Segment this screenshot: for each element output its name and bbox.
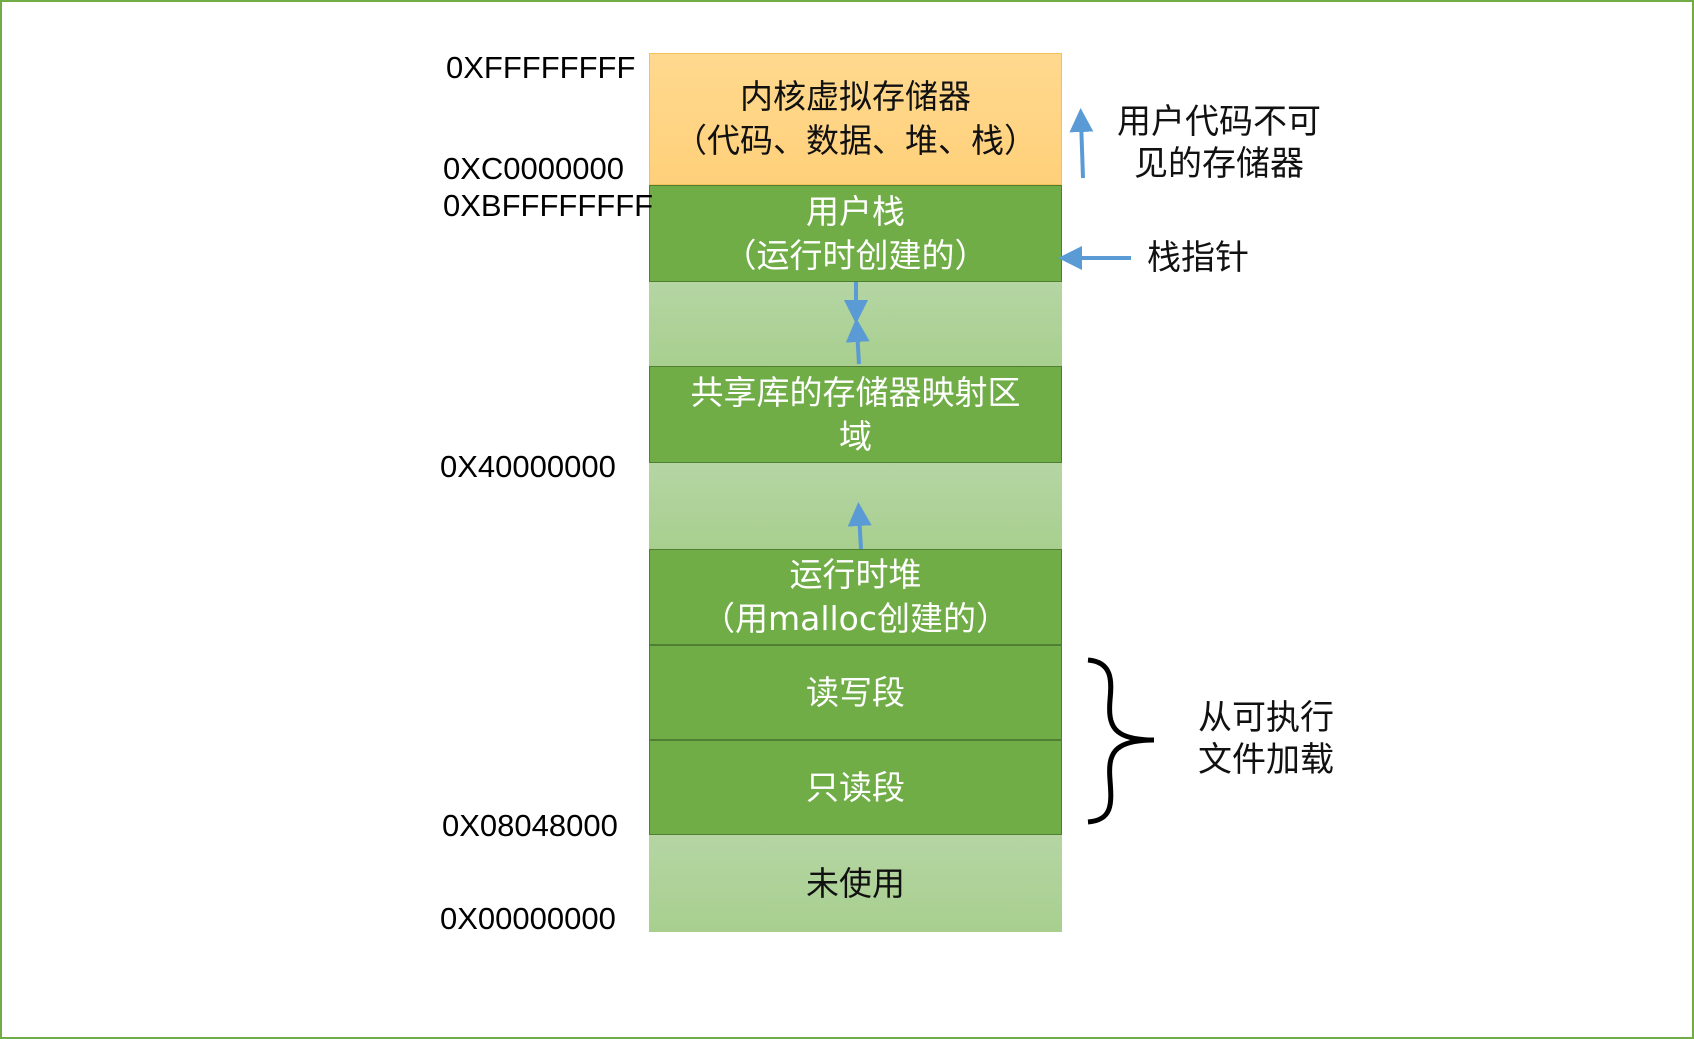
up-arrow-icon xyxy=(1069,108,1094,179)
kernel-title: 内核虚拟存储器 xyxy=(740,77,971,116)
user-stack-subtitle: （运行时创建的） xyxy=(723,235,988,275)
shared-grow-up-arrow-icon xyxy=(845,318,870,365)
heap-segment: 运行时堆 （用malloc创建的） xyxy=(649,549,1062,645)
read-write-segment: 读写段 xyxy=(649,645,1062,740)
read-only-segment: 只读段 xyxy=(649,740,1062,835)
address-ffffffff: 0XFFFFFFFF xyxy=(446,50,636,85)
read-only-label: 只读段 xyxy=(806,767,905,807)
kernel-subtitle: （代码、数据、堆、栈） xyxy=(674,121,1037,160)
address-40000000: 0X40000000 xyxy=(440,449,616,484)
right-brace-icon xyxy=(1087,657,1155,825)
shared-library-title-cont: 域 xyxy=(839,416,872,456)
invisible-note-line1: 用户代码不可 xyxy=(1117,102,1321,142)
loaded-from-executable-note: 从可执行 文件加载 xyxy=(1186,697,1346,781)
loaded-note-line1: 从可执行 xyxy=(1198,698,1334,738)
heap-title: 运行时堆 xyxy=(789,555,922,594)
shared-library-title: 共享库的存储器映射区 xyxy=(690,372,1021,412)
loaded-note-line2: 文件加载 xyxy=(1198,740,1334,780)
shared-library-segment: 共享库的存储器映射区 域 xyxy=(649,366,1062,463)
user-stack-title: 用户栈 xyxy=(806,191,905,231)
stack-pointer-label: 栈指针 xyxy=(1147,238,1249,278)
unused-segment: 未使用 xyxy=(649,835,1062,932)
invisible-memory-note: 用户代码不可 见的存储器 xyxy=(1105,101,1333,185)
invisible-note-line2: 见的存储器 xyxy=(1134,144,1304,184)
unused-label: 未使用 xyxy=(806,863,905,903)
address-c0000000: 0XC0000000 xyxy=(443,151,624,186)
address-08048000: 0X08048000 xyxy=(442,808,618,843)
kernel-memory-segment: 内核虚拟存储器 （代码、数据、堆、栈） xyxy=(649,53,1062,185)
address-00000000: 0X00000000 xyxy=(440,901,616,936)
address-bfffffff: 0XBFFFFFFFF xyxy=(443,188,654,223)
read-write-label: 读写段 xyxy=(806,672,905,712)
heap-subtitle: （用malloc创建的） xyxy=(701,599,1010,638)
user-stack-segment: 用户栈 （运行时创建的） xyxy=(649,185,1062,282)
heap-grow-up-arrow-icon xyxy=(847,502,872,550)
